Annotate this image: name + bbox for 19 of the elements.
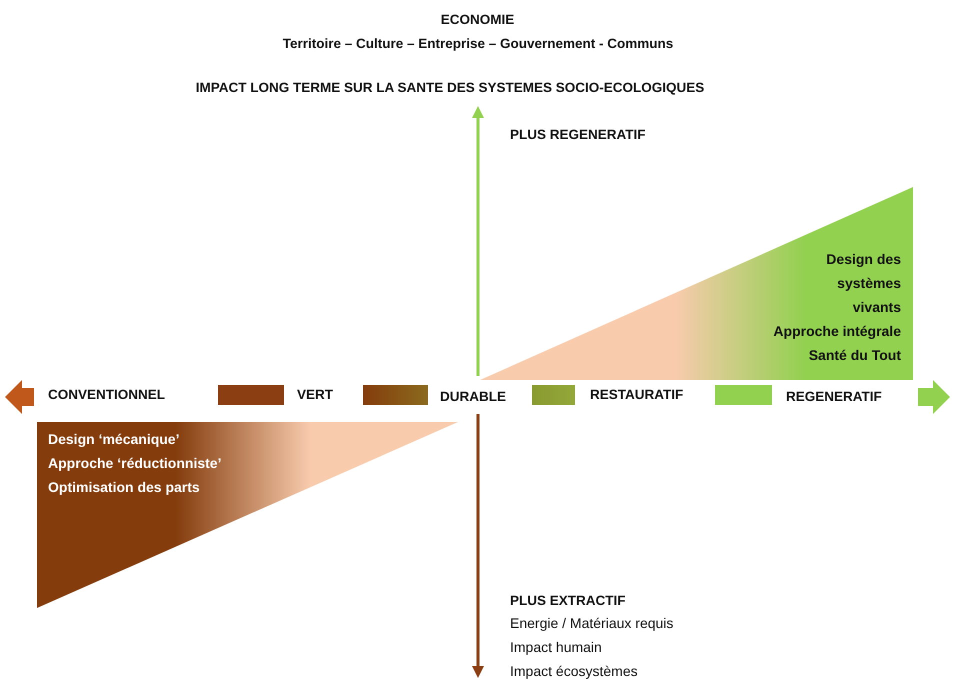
label: VERT [297, 387, 334, 403]
label: Energie / Matériaux requis [510, 615, 674, 631]
label: IMPACT LONG TERME SUR LA SANTE DES SYSTEMES SOCIO-ECOLOGIQUES [194, 80, 706, 96]
label: CONVENTIONNEL [48, 387, 166, 403]
label: DURABLE [440, 389, 506, 405]
node-text: Design des systèmes vivants [825, 250, 901, 317]
label: Impact humain [510, 639, 602, 655]
label: Impact écosystèmes [510, 663, 638, 679]
label: RESTAURATIF [590, 387, 684, 403]
node-text: Approche ‘réductionniste’ [48, 454, 222, 473]
label: Territoire – Culture – Entreprise – Gouvernement - Communs [282, 36, 674, 52]
node-text: Santé du Tout [808, 346, 901, 365]
label: REGENERATIF [786, 389, 882, 405]
label: PLUS EXTRACTIF [510, 593, 626, 609]
label: PLUS REGENERATIF [510, 127, 646, 143]
node-text: Optimisation des parts [48, 478, 201, 497]
node-text: Design ‘mécanique’ [48, 430, 180, 449]
node-text: Approche intégrale [773, 322, 901, 341]
title: ECONOMIE [440, 12, 516, 28]
